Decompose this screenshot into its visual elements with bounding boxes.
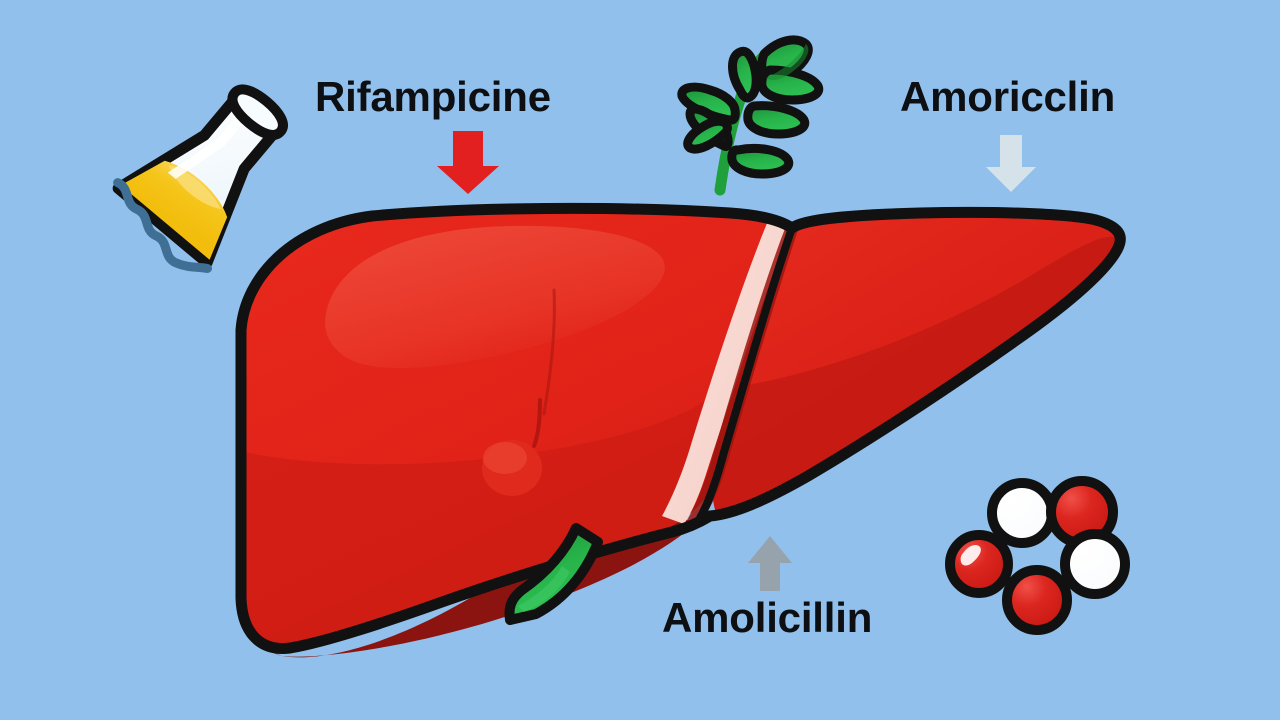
molecule-atom-red-left-shine	[960, 544, 981, 566]
label-rifampicine: Rifampicine	[315, 73, 551, 120]
liver-gloss-highlight	[325, 225, 665, 369]
erlenmeyer-flask-icon	[112, 84, 288, 273]
flask-liquid-surface-highlight	[168, 165, 221, 210]
gallbladder-bump-highlight	[483, 442, 527, 474]
bile-duct	[504, 523, 603, 625]
label-amolicillin: Amolicillin	[662, 594, 873, 641]
bile-duct-shape	[504, 523, 603, 625]
flask-neck-rim	[227, 84, 288, 140]
herb-leaf-mid-left	[677, 82, 740, 125]
molecule-atom-white-right	[1060, 529, 1130, 599]
molecule-model-icon	[945, 476, 1130, 635]
herb-leaf-far-left	[683, 116, 732, 154]
molecule-atom-red-left	[945, 530, 1013, 598]
herb-leaf-shade	[766, 44, 809, 80]
down-arrow-light-icon	[986, 135, 1036, 192]
label-amoricclin: Amoricclin	[900, 73, 1116, 120]
up-arrow-gray-icon	[748, 536, 792, 591]
herb-leaf-mid-right	[743, 101, 810, 139]
molecule-atom-white-top	[987, 478, 1057, 548]
herb-leaf-upper-right	[757, 65, 824, 105]
herb-leaf-lower-right	[727, 143, 794, 179]
liver-crease-line	[542, 288, 556, 416]
liver-vessel-stub	[532, 398, 542, 448]
flask-glass-shine	[167, 118, 242, 179]
liver-organ	[235, 202, 1126, 658]
herb-sprig-icon	[677, 35, 824, 196]
molecule-atom-red-bottom	[1002, 565, 1072, 635]
bile-duct-highlight	[518, 566, 570, 612]
herb-leaf-upper-left	[728, 46, 761, 103]
flask-base-wave	[113, 178, 212, 273]
falciform-ligament	[662, 216, 790, 524]
down-arrow-red-icon	[437, 131, 499, 194]
liver-right-lobe-shading	[711, 236, 1119, 512]
liver-lobe-division-stroke	[696, 224, 796, 522]
liver-left-lobe-shading	[244, 392, 716, 645]
